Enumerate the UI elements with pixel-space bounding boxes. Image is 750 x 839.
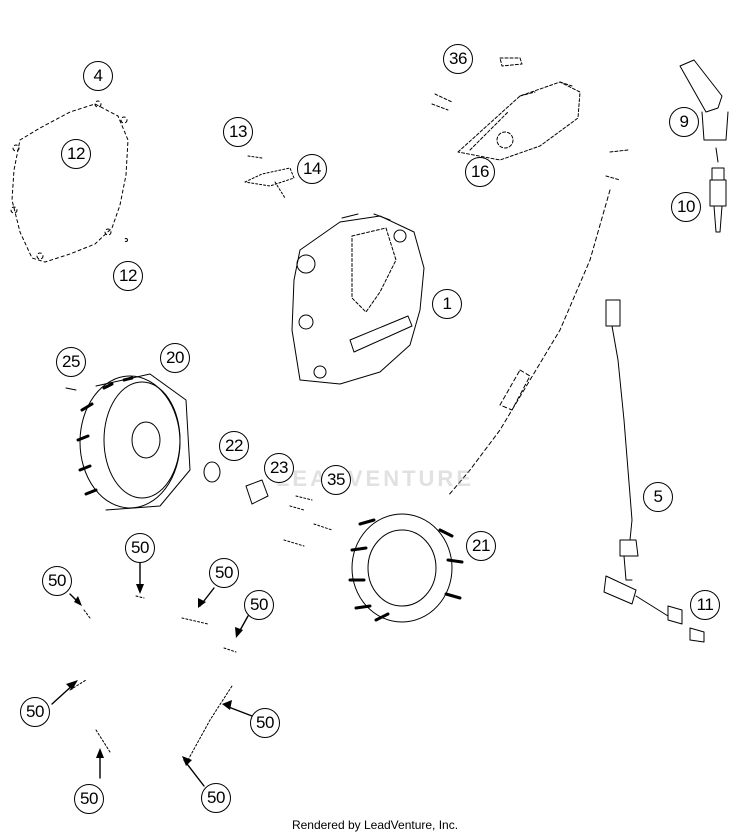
leader-arrows	[51, 559, 253, 787]
fastener-marks	[69, 595, 237, 761]
callout-1[interactable]: 1	[432, 289, 462, 319]
arrow-heads	[66, 584, 243, 766]
callout-14[interactable]: 14	[297, 154, 327, 184]
callout-9[interactable]: 9	[669, 107, 699, 137]
callout-50-f[interactable]: 50	[250, 708, 280, 738]
callout-23[interactable]: 23	[264, 453, 294, 483]
callout-5[interactable]: 5	[643, 482, 673, 512]
callout-50-d[interactable]: 50	[244, 590, 274, 620]
callout-11[interactable]: 11	[690, 590, 720, 620]
callout-25[interactable]: 25	[56, 347, 86, 377]
spark-plug	[709, 167, 727, 233]
screw-and-clamp	[244, 155, 295, 199]
callout-35[interactable]: 35	[321, 465, 351, 495]
callout-36[interactable]: 36	[443, 44, 473, 74]
callout-12-lower[interactable]: 12	[113, 261, 143, 291]
callout-13[interactable]: 13	[223, 117, 253, 147]
footer-credit: Rendered by LeadVenture, Inc.	[291, 818, 459, 832]
stator	[348, 513, 464, 623]
callout-21[interactable]: 21	[466, 531, 496, 561]
callout-20[interactable]: 20	[160, 343, 190, 373]
ignition-cover	[291, 213, 425, 385]
callout-50-h[interactable]: 50	[201, 783, 231, 813]
callout-22[interactable]: 22	[219, 431, 249, 461]
spark-plug-cap	[679, 59, 729, 163]
callout-50-a[interactable]: 50	[42, 566, 72, 596]
callout-4[interactable]: 4	[83, 61, 113, 91]
pulse-generator-cable	[603, 299, 705, 643]
callout-50-c[interactable]: 50	[209, 558, 239, 588]
callout-50-b[interactable]: 50	[125, 533, 155, 563]
callout-12[interactable]: 12	[61, 139, 91, 169]
washer-and-nut	[203, 461, 333, 547]
watermark: LEADVENTURE	[275, 466, 474, 491]
callout-10[interactable]: 10	[671, 192, 701, 222]
callout-16[interactable]: 16	[465, 157, 495, 187]
starter-motor	[431, 57, 629, 181]
flywheel-rotor	[65, 373, 191, 511]
ignition-cover-gasket	[10, 100, 129, 263]
callout-50-e[interactable]: 50	[20, 697, 50, 727]
callout-50-g[interactable]: 50	[74, 784, 104, 814]
wiring-harness	[447, 189, 611, 497]
